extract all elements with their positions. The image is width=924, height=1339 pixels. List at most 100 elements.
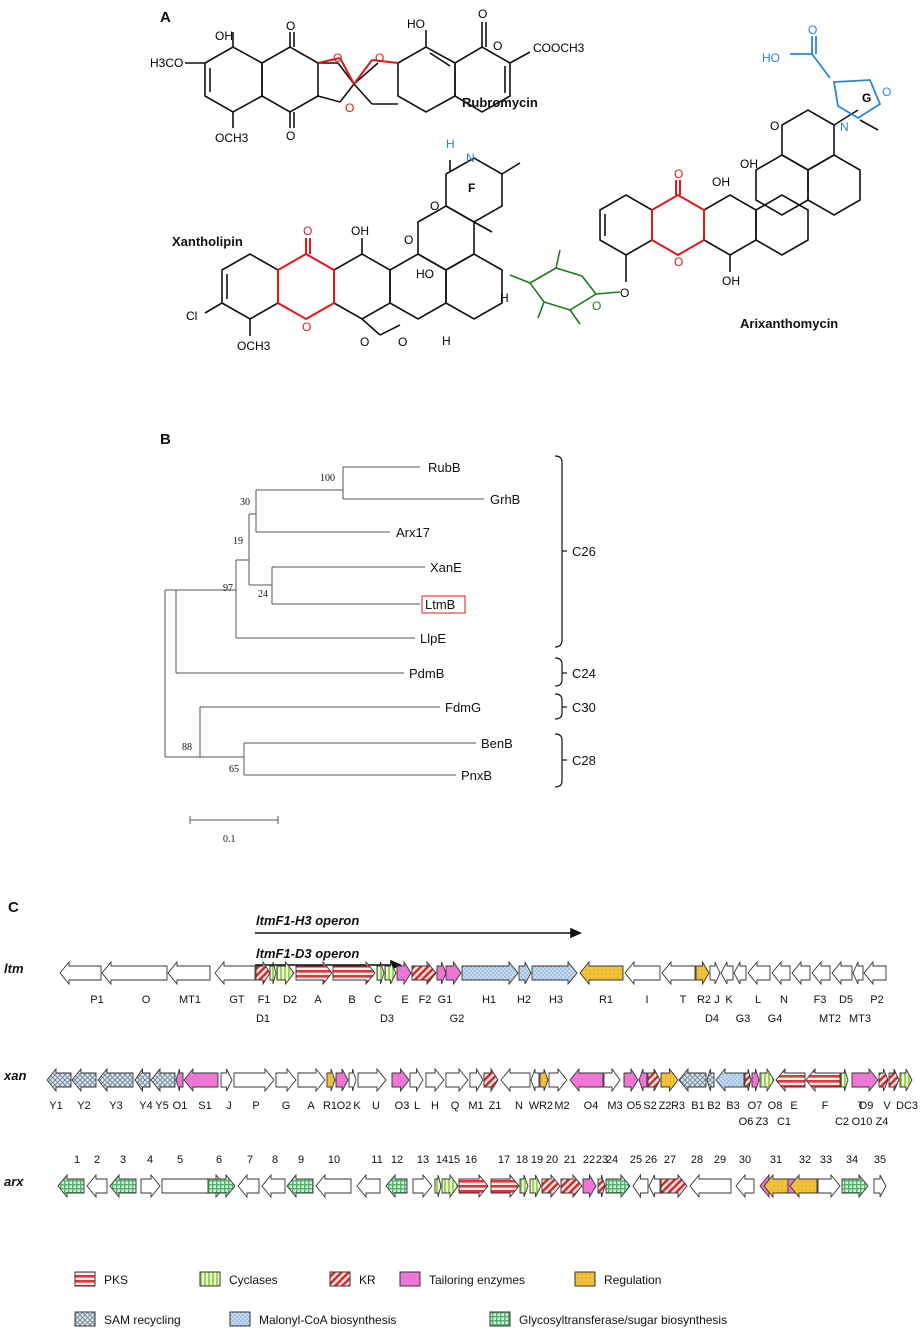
xan-h2: H: [500, 291, 509, 305]
ltm-label-2: MT1: [179, 994, 201, 1006]
ltm-gene-20: [661, 960, 696, 986]
xan-label-3: Y4: [139, 1100, 152, 1112]
arx-label-22: 23: [596, 1154, 608, 1166]
xan-o5: O: [360, 335, 369, 349]
ltm-label-22: N: [780, 994, 788, 1006]
ltm-gene-2: [167, 960, 211, 986]
ltm-label-bottom-2: G2: [450, 1013, 465, 1025]
xan-gene-31: [678, 1067, 707, 1093]
xan-label-28: S2: [643, 1100, 656, 1112]
xan-label-31: B1: [691, 1100, 704, 1112]
xan-label-15: O3: [395, 1100, 410, 1112]
ltm-gene-6: [276, 960, 295, 986]
ltm-gene-19: [624, 960, 661, 986]
ltm-label-bottom-0: D1: [256, 1013, 270, 1025]
ltm-label-bottom-5: G4: [768, 1013, 783, 1025]
arx-label-23: 24: [606, 1154, 618, 1166]
xan-gene-37: [775, 1067, 806, 1093]
xan-label-19: M1: [468, 1100, 483, 1112]
xan-label-18: Q: [451, 1100, 460, 1112]
arx-oh2: OH: [712, 175, 730, 189]
ltm-gene-7: [295, 960, 333, 986]
ltm-gene-16: [518, 961, 532, 985]
arx-gene-0: [57, 1173, 85, 1199]
taxon-xane: XanE: [430, 560, 462, 575]
arx-o3: O: [770, 119, 779, 133]
arx-gene-13: [434, 1174, 442, 1198]
operon-d3-label: ltmF1-D3 operon: [256, 946, 359, 961]
arx-label-31: 32: [799, 1154, 811, 1166]
ltm-label-9: E: [401, 994, 408, 1006]
xan-gene-4: [150, 1067, 176, 1093]
arx-ho: HO: [762, 51, 780, 65]
ltm-gene-21: [695, 960, 710, 986]
arx-o6: O: [620, 286, 629, 300]
ltm-label-13: H2: [517, 994, 531, 1006]
xan-label-7: J: [226, 1100, 232, 1112]
arx-gene-23: [605, 1173, 631, 1199]
arx-gene-28: [735, 1173, 755, 1199]
arx-gene-3: [140, 1173, 161, 1199]
rub-o3: O: [478, 7, 487, 21]
ltm-label-bottom-3: D4: [705, 1013, 719, 1025]
xan-gene-41: [878, 1068, 889, 1092]
xan-gene-38: [805, 1067, 841, 1093]
xan-gene-10: [297, 1067, 326, 1093]
arixanthomycin-sugar: [509, 249, 621, 325]
bootstrap-97: 97: [223, 583, 233, 594]
xan-gene-9: [275, 1067, 297, 1093]
bootstrap-100: 100: [320, 473, 335, 484]
rub-och3: OCH3: [215, 131, 249, 145]
arx-oh3: OH: [722, 274, 740, 288]
arx-gene-33: [841, 1173, 869, 1199]
xan-label-4: Y5: [155, 1100, 168, 1112]
ltm-label-11: G1: [438, 994, 453, 1006]
legend-pks: PKS: [104, 1273, 128, 1287]
xan-gene-13: [348, 1068, 357, 1092]
ltm-label-3: GT: [229, 994, 245, 1006]
ltm-gene-12: [411, 960, 437, 986]
xan-label-2: Y3: [109, 1100, 122, 1112]
arx-gene-18: [529, 1174, 542, 1198]
xan-gene-19: [469, 1067, 484, 1093]
ltm-gene-31: [863, 960, 887, 986]
arx-label-34: 35: [874, 1154, 886, 1166]
arx-oh1: OH: [740, 157, 758, 171]
arx-label-1: 2: [94, 1154, 100, 1166]
rub-oh: OH: [215, 29, 233, 43]
legend-kr: KR: [359, 1273, 376, 1287]
arx-gene-11: [385, 1173, 408, 1199]
legend: [74, 1271, 596, 1327]
rubromycin-structure: [185, 22, 531, 128]
arx-gene-12: [412, 1173, 433, 1199]
ltm-label-bottom-6: MT2: [819, 1013, 841, 1025]
arx-o5: O: [674, 255, 683, 269]
arx-label-4: 5: [177, 1154, 183, 1166]
ltm-label-14: H3: [549, 994, 563, 1006]
arx-label-24: 25: [630, 1154, 642, 1166]
ltm-label-16: I: [645, 994, 648, 1006]
legend-tailoring: Tailoring enzymes: [429, 1273, 525, 1287]
rub-o1: O: [286, 19, 295, 33]
xan-gene-27: [623, 1067, 639, 1093]
arx-label-11: 12: [391, 1154, 403, 1166]
arx-label-18: 19: [531, 1154, 543, 1166]
arx-label-15: 16: [465, 1154, 477, 1166]
xan-label-5: O1: [173, 1100, 188, 1112]
arx-label-6: 7: [247, 1154, 253, 1166]
ltm-gene-10: [384, 961, 397, 985]
xan-label-41: D: [896, 1100, 904, 1112]
xan-label-bottom-5: Z4: [876, 1116, 889, 1128]
arx-o1: O: [808, 23, 817, 37]
xan-gene-16: [409, 1067, 424, 1093]
xan-label-35: O8: [768, 1100, 783, 1112]
xan-o3: O: [404, 233, 413, 247]
xan-gene-8: [233, 1067, 275, 1093]
legend-swatch-malonyl: [229, 1311, 251, 1327]
arx-label-13: 14: [436, 1154, 448, 1166]
bootstrap-19: 19: [233, 536, 243, 547]
ltm-label-bottom-4: G3: [736, 1013, 751, 1025]
taxon-pnxb: PnxB: [461, 768, 492, 783]
ltm-gene-11: [396, 960, 412, 986]
